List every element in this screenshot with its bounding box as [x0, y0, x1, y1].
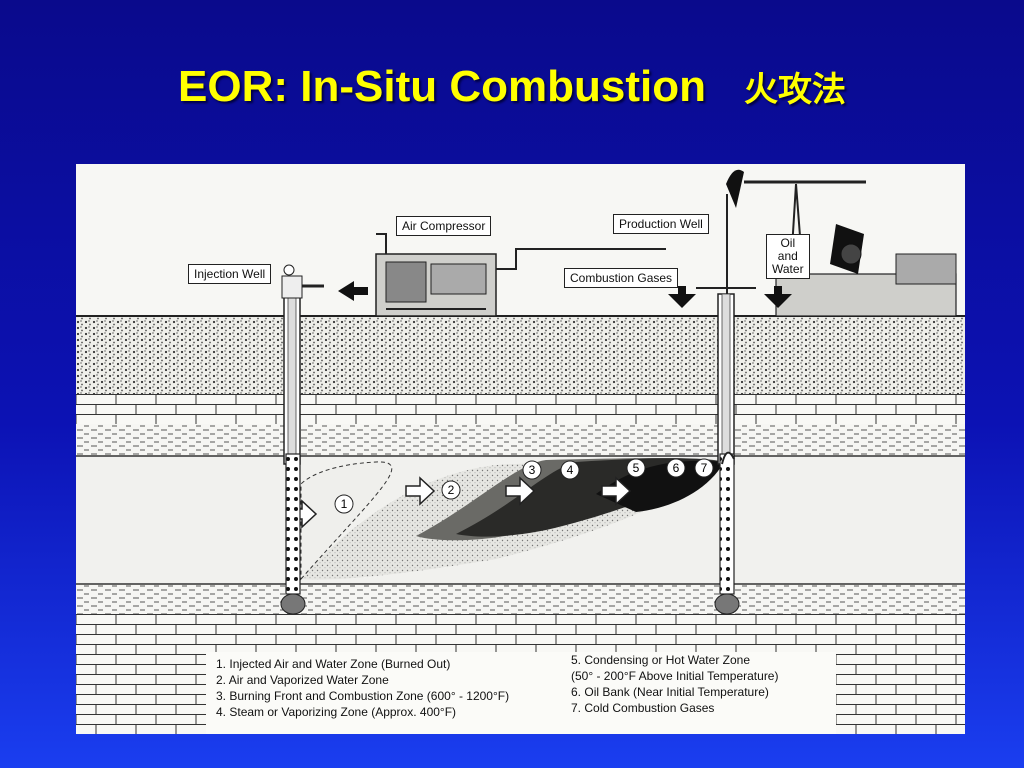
zone-marker-7: 7 — [701, 461, 708, 475]
legend-item-7: 7. Cold Combustion Gases — [571, 701, 715, 715]
label-production-well: Production Well — [613, 214, 709, 234]
air-compressor-unit — [375, 233, 666, 317]
label-oil-and-water: Oil and Water — [766, 234, 810, 279]
production-well-pipe — [696, 194, 756, 615]
combustion-diagram: 1 2 3 4 5 6 7 — [76, 164, 965, 734]
injection-well-pipe — [280, 264, 324, 615]
zone-marker-6: 6 — [673, 461, 680, 475]
zone-marker-4: 4 — [567, 463, 574, 477]
label-air-compressor: Air Compressor — [396, 216, 492, 236]
legend-left: 1. Injected Air and Water Zone (Burned O… — [216, 656, 510, 720]
zone-marker-5: 5 — [633, 461, 640, 475]
zone-marker-3: 3 — [529, 463, 536, 477]
title-chinese: 火攻法 — [743, 70, 846, 110]
label-injection-well: Injection Well — [188, 264, 272, 284]
legend-item-1: 1. Injected Air and Water Zone (Burned O… — [216, 657, 451, 671]
title-main: EOR: In-Situ Combustion — [178, 62, 706, 111]
legend-item-5: 5. Condensing or Hot Water Zone — [571, 653, 750, 667]
slide-title: EOR: In-Situ Combustion 火攻法 — [0, 62, 1024, 112]
pump-jack — [726, 169, 957, 317]
label-combustion-gases: Combustion Gases — [564, 268, 679, 288]
diagram-drawing: 1 2 3 4 5 6 7 — [76, 164, 965, 734]
legend-right: 5. Condensing or Hot Water Zone (50° - 2… — [571, 652, 779, 716]
legend-item-2: 2. Air and Vaporized Water Zone — [216, 673, 389, 687]
legend-item-3: 3. Burning Front and Combustion Zone (60… — [216, 689, 510, 703]
zone-marker-1: 1 — [341, 497, 348, 511]
legend-item-4: 4. Steam or Vaporizing Zone (Approx. 400… — [216, 705, 457, 719]
legend-item-6: 6. Oil Bank (Near Initial Temperature) — [571, 685, 769, 699]
zone-marker-2: 2 — [448, 483, 455, 497]
legend-item-5-detail: (50° - 200°F Above Initial Temperature) — [571, 669, 779, 683]
